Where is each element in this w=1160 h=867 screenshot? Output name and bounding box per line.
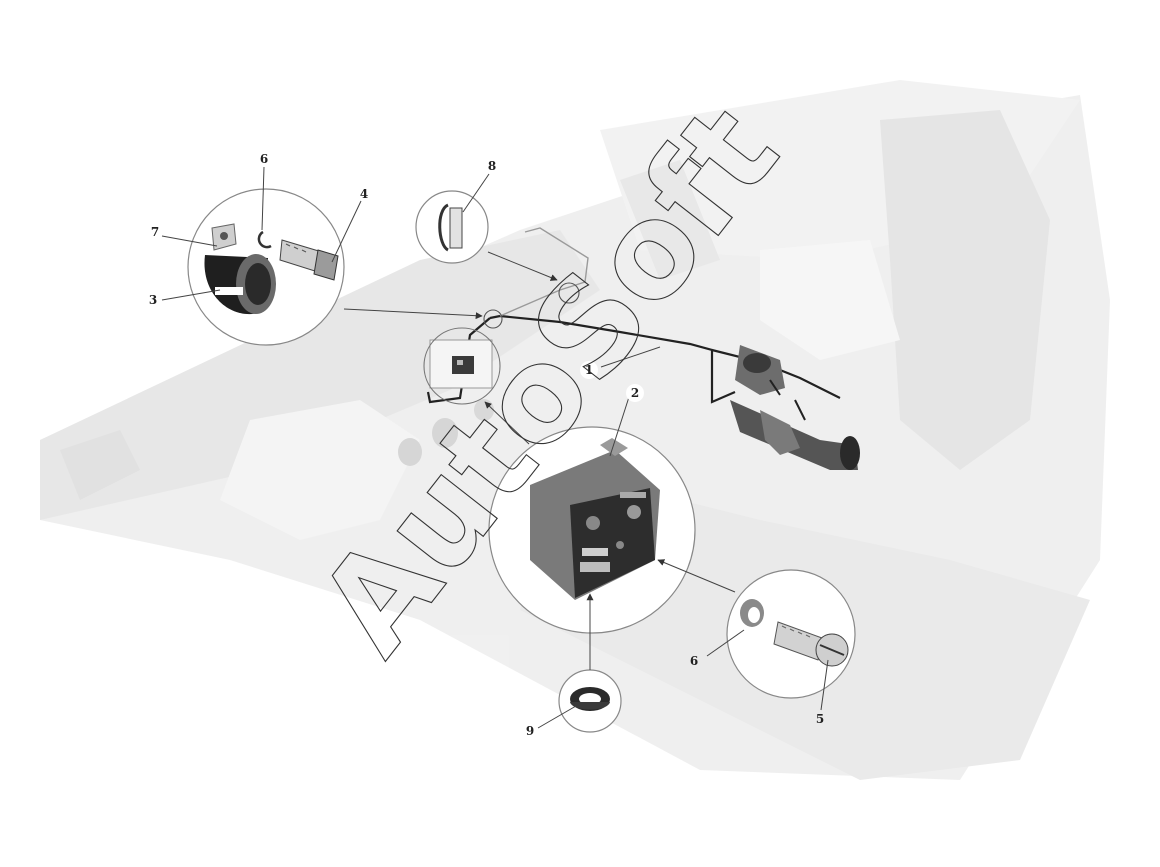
clamp-detail (187, 188, 345, 346)
callout-6-screw: 6 (690, 654, 698, 668)
callout-3: 3 (149, 293, 157, 307)
socket-bracket (429, 339, 493, 389)
cable-thin-branch (499, 227, 589, 317)
bracket-location-marker (483, 309, 503, 329)
leader-lines (161, 166, 829, 729)
svg-text:6: 6 (260, 152, 268, 166)
socket-detail-circle (423, 327, 501, 405)
connection-arrows (343, 251, 736, 670)
clip-location-marker (558, 282, 580, 304)
callout-5: 5 (816, 712, 824, 726)
callout-6-clamp: 6 (260, 152, 268, 166)
callout-4: 4 (360, 187, 368, 201)
svg-text:7: 7 (151, 225, 159, 239)
svg-text:4: 4 (360, 187, 368, 201)
svg-text:9: 9 (526, 724, 534, 738)
callout-1: 1 (580, 361, 598, 379)
svg-text:6: 6 (690, 654, 698, 668)
callout-7: 7 (151, 225, 159, 239)
control-box-detail (488, 426, 696, 634)
grommet-detail (558, 669, 622, 733)
callout-2: 2 (626, 384, 644, 402)
svg-text:2: 2 (631, 386, 639, 400)
motor-assembly (730, 345, 860, 470)
svg-text:5: 5 (816, 712, 824, 726)
svg-text:8: 8 (488, 159, 496, 173)
screw-detail (726, 569, 856, 699)
svg-text:3: 3 (149, 293, 157, 307)
svg-text:1: 1 (585, 363, 593, 377)
clip-detail (415, 190, 489, 264)
callout-9: 9 (526, 724, 534, 738)
callout-8: 8 (488, 159, 496, 173)
